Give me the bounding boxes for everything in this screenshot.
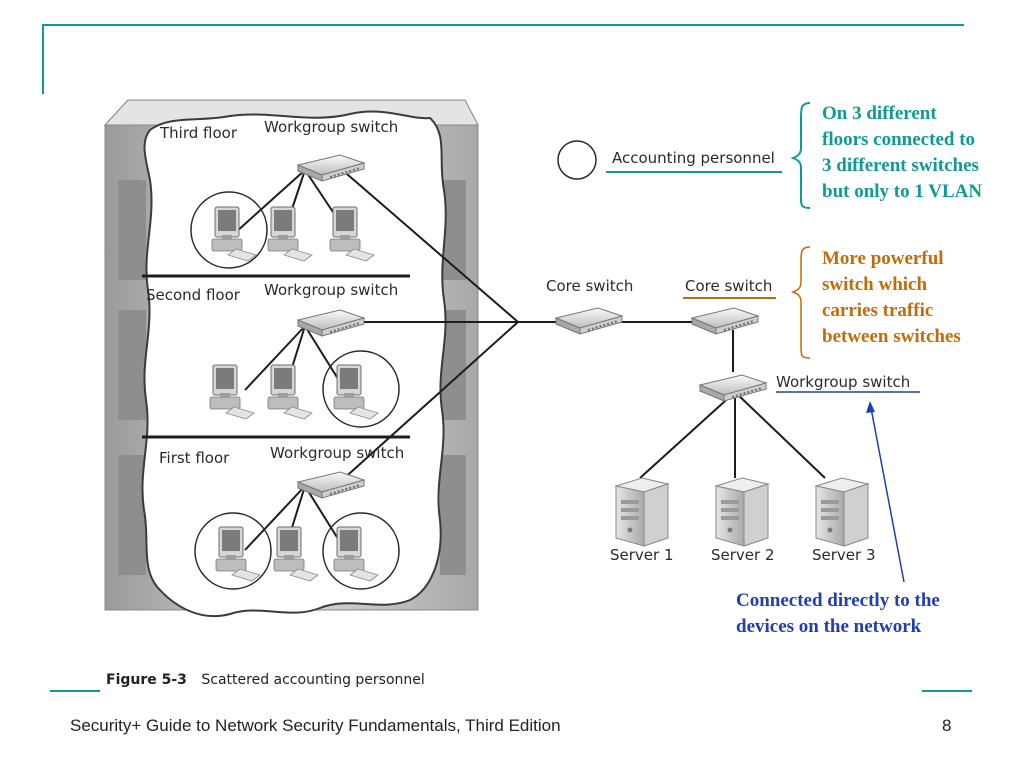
left-rule: [42, 24, 44, 94]
core-note-line: switch which: [822, 274, 928, 295]
first-floor-label: First floor: [159, 449, 230, 467]
workgroup-switch-second-label: Workgroup switch: [264, 281, 399, 299]
server-2-label: Server 2: [711, 546, 775, 564]
accounting-personnel-label: Accounting personnel: [612, 149, 775, 167]
arrow-head-icon: [866, 401, 875, 413]
vlan-note-line: floors connected to: [822, 129, 976, 150]
workgroup-switch-third-label: Workgroup switch: [264, 118, 399, 136]
core-note-line: More powerful: [822, 248, 944, 269]
server-2-icon: [715, 477, 769, 547]
core-switch-left-icon: [555, 307, 623, 335]
core-note-line: between switches: [822, 326, 961, 347]
caption-rule-right: [922, 690, 972, 692]
circle-marker-icon: [557, 140, 597, 180]
page-number: 8: [942, 716, 952, 735]
core-switch-left-label: Core switch: [546, 277, 634, 295]
vlan-note-line: 3 different switches: [822, 155, 979, 176]
third-floor-label: Third floor: [160, 124, 237, 142]
vlan-brace: [790, 102, 811, 209]
core-note: More powerful switch which carries traff…: [822, 246, 961, 350]
server-1-label: Server 1: [610, 546, 674, 564]
figure-caption-text: Scattered accounting personnel: [201, 672, 425, 688]
core-switch-right-icon: [691, 307, 759, 335]
vlan-note: On 3 different floors connected to 3 dif…: [822, 101, 982, 205]
caption-rule-left: [50, 690, 100, 692]
workgroup-note: Connected directly to the devices on the…: [736, 588, 940, 640]
workgroup-note-line: Connected directly to the: [736, 590, 940, 611]
core-brace: [790, 246, 811, 359]
workgroup-switch-first-label: Workgroup switch: [270, 444, 405, 462]
workgroup-note-line: devices on the network: [736, 616, 922, 637]
footer-title: Security+ Guide to Network Security Fund…: [70, 716, 561, 735]
connection-lines: [235, 167, 826, 551]
accounting-circles: [190, 191, 400, 590]
top-rule: [42, 24, 964, 26]
workgroup-switch-servers-icon: [699, 374, 767, 402]
core-switch-right-label: Core switch: [685, 277, 773, 295]
server-3-icon: [815, 477, 869, 547]
second-floor-label: Second floor: [146, 286, 240, 304]
vlan-note-line: On 3 different: [822, 103, 937, 124]
workgroup-switch-servers-label: Workgroup switch: [776, 373, 911, 391]
figure-number: Figure 5-3: [106, 672, 187, 688]
core-note-line: carries traffic: [822, 300, 934, 321]
figure-caption: Figure 5-3 Scattered accounting personne…: [106, 672, 425, 688]
server-1-icon: [615, 477, 669, 547]
vlan-note-line: but only to 1 VLAN: [822, 181, 983, 202]
pointer-arrow: [870, 407, 905, 583]
server-3-label: Server 3: [812, 546, 876, 564]
